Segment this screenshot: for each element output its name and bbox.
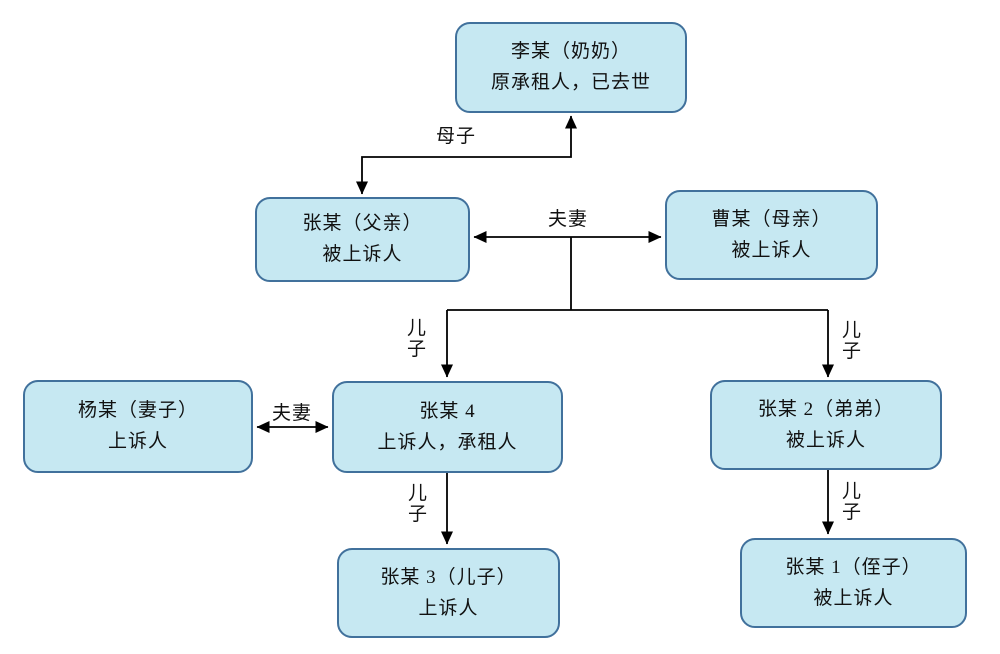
node-wife-role: 上诉人 — [107, 431, 168, 452]
node-zhang1-name: 张某 1（侄子） — [785, 556, 922, 578]
edge-label-son-branch-left: 儿子 — [406, 318, 427, 361]
node-zhang3: 张某 3（儿子） 上诉人 — [337, 548, 560, 638]
node-zhang2-name: 张某 2（弟弟） — [757, 398, 895, 420]
node-zhang1-role: 被上诉人 — [813, 587, 894, 609]
node-zhang1: 张某 1（侄子） 被上诉人 — [740, 538, 967, 628]
node-grandmother-role: 原承租人，已去世 — [490, 72, 651, 93]
node-father-role: 被上诉人 — [322, 244, 403, 265]
node-zhang3-role: 上诉人 — [418, 597, 479, 619]
edge-mother-son — [356, 115, 577, 195]
node-zhang4-name: 张某 4 — [419, 400, 476, 422]
node-mother-role: 被上诉人 — [731, 239, 812, 261]
node-father: 张某（父亲） 被上诉人 — [255, 197, 470, 282]
node-father-name: 张某（父亲） — [302, 213, 423, 235]
node-zhang4-role: 上诉人，承租人 — [377, 431, 518, 453]
edge-label-son-lower-left: 儿子 — [407, 483, 428, 526]
node-zhang4: 张某 4 上诉人，承租人 — [332, 381, 563, 473]
node-zhang2-role: 被上诉人 — [785, 429, 866, 451]
node-wife: 杨某（妻子） 上诉人 — [23, 380, 253, 473]
edge-label-spouse-top: 夫妻 — [547, 209, 588, 230]
edge-label-son-branch-right: 儿子 — [841, 320, 862, 363]
node-mother: 曹某（母亲） 被上诉人 — [665, 190, 878, 280]
edge-label-spouse-bottom: 夫妻 — [271, 403, 312, 424]
node-zhang2: 张某 2（弟弟） 被上诉人 — [710, 380, 942, 470]
node-mother-name: 曹某（母亲） — [711, 208, 832, 230]
edge-label-son-lower-right: 儿子 — [841, 481, 862, 524]
edge-label-mother-son: 母子 — [435, 126, 476, 147]
node-zhang3-name: 张某 3（儿子） — [380, 566, 517, 588]
node-grandmother-name: 李某（奶奶） — [510, 41, 631, 63]
node-wife-name: 杨某（妻子） — [77, 400, 198, 422]
node-grandmother: 李某（奶奶） 原承租人，已去世 — [455, 22, 687, 113]
